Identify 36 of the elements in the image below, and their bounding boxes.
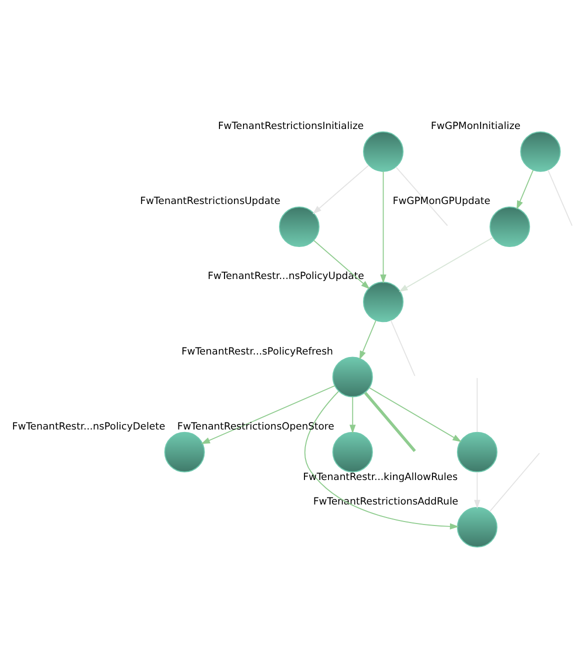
node-circle [363,130,404,172]
connector [364,391,416,452]
node-label: FwTenantRestr...nsPolicyUpdate [208,270,364,282]
arrow [516,169,534,210]
node-label: FwTenantRestr...sPolicyRefresh [181,346,333,357]
node-circle [164,431,205,472]
node-label: FwTenantRestr...kingAllowRules [302,471,458,482]
node-label: FwTenantRestrictionsOpenStore [177,420,334,432]
arrow [313,239,370,289]
connector [547,168,573,226]
arrow [380,170,386,283]
arrow [312,164,370,214]
node-circle [456,506,498,548]
node-circle [520,130,561,172]
node-circle [490,206,530,246]
node-label: FwTenantRestr...nsPolicyDelete [12,420,166,432]
node-label: FwTenantRestrictionsAddRule [313,496,458,508]
node-label: FwTenantRestrictionsUpdate [140,196,280,206]
node-label: FwGPMonInitialize [430,120,520,132]
connector [489,452,540,512]
node-circle [278,206,320,246]
connector [390,319,416,376]
arrow [474,470,480,508]
arrow [350,396,356,434]
node-circle [332,356,373,397]
arrow [201,384,336,444]
node-circle [332,431,373,472]
arrow [359,320,376,360]
connector [395,166,448,226]
arrow [368,386,462,442]
arrow [398,236,494,292]
node-circle [363,281,404,322]
arrow [304,390,459,530]
node-label: FwGPMonGPUpdate [392,196,490,206]
node-circle [456,431,498,472]
node-label: FwTenantRestrictionsInitialize [218,120,364,132]
